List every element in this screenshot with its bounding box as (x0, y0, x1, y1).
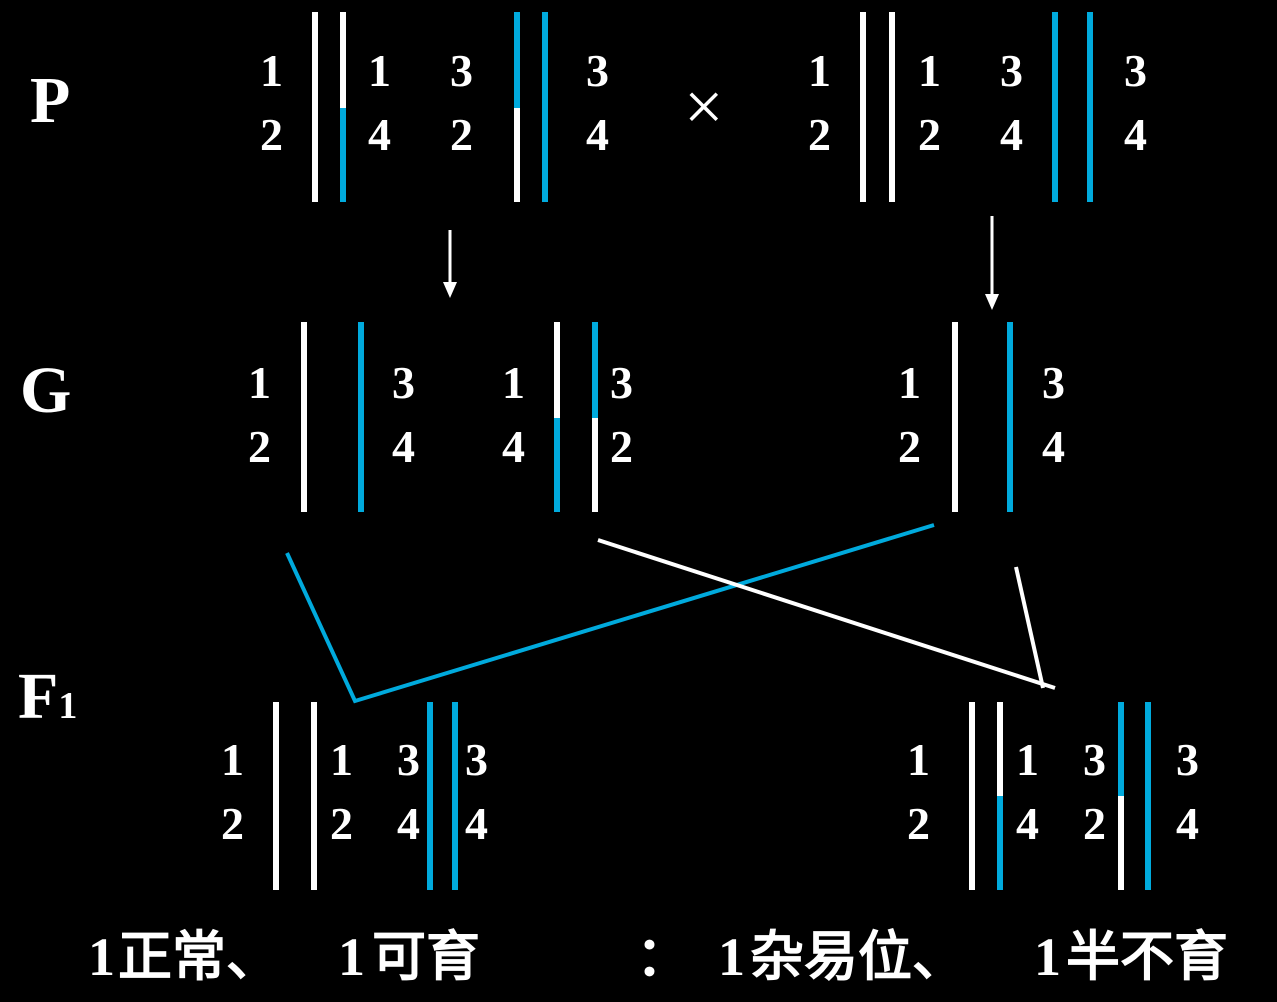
result-count: 1 (718, 927, 745, 987)
chromosome-label: 1 (368, 45, 391, 96)
fertilization-line-white (597, 538, 1056, 690)
chromosome-label: 3 (1042, 357, 1065, 408)
chromosome-label: 4 (1000, 109, 1023, 160)
chromosome-label: 2 (330, 798, 353, 849)
chromosome-label: 3 (1083, 734, 1106, 785)
chromosome-label: 4 (368, 109, 391, 160)
result-label-semi-sterile: 半不育 (1066, 925, 1228, 988)
chromosome-label: 1 (898, 357, 921, 408)
chromosome-label: 3 (450, 45, 473, 96)
chromosome-label: 2 (221, 798, 244, 849)
chromosome-label: 4 (1016, 798, 1039, 849)
result-colon: ： (636, 925, 690, 988)
result-count: 1 (1034, 927, 1061, 987)
parent-left: 1 2 1 4 3 2 3 4 (260, 12, 609, 202)
chromosome-label: 2 (808, 109, 831, 160)
offspring-right: 1 2 1 4 3 2 3 4 (907, 702, 1199, 890)
row-label-p: P (30, 64, 70, 137)
gamete-c: 1 2 3 4 (898, 322, 1065, 512)
fertilization-line-blue (285, 523, 935, 704)
chromosome-label: 4 (465, 798, 488, 849)
chromosome-label: 1 (918, 45, 941, 96)
chromosome-label: 1 (1016, 734, 1039, 785)
chromosome-label: 1 (221, 734, 244, 785)
chromosome-label: 1 (808, 45, 831, 96)
result-count: 1 (88, 927, 115, 987)
chromosome-label: 4 (1042, 421, 1065, 472)
chromosome-label: 4 (502, 421, 525, 472)
chromosome-label: 3 (465, 734, 488, 785)
result-label-normal: 正常、 (118, 925, 280, 988)
result-line: 1 正常、 1 可育 ： 1 杂易位、 1 半不育 (88, 925, 1228, 988)
chromosome-label: 1 (907, 734, 930, 785)
chromosome-label: 4 (586, 109, 609, 160)
chromosome-label: 2 (248, 421, 271, 472)
row-label-g: G (20, 354, 71, 427)
chromosome-label: 3 (610, 357, 633, 408)
result-count: 1 (338, 927, 365, 987)
chromosome-label: 2 (1083, 798, 1106, 849)
chromosome-label: 3 (1176, 734, 1199, 785)
chromosome-label: 2 (898, 421, 921, 472)
row-label-f1: F1 (18, 660, 77, 733)
chromosome-label: 1 (260, 45, 283, 96)
chromosome-label: 4 (392, 421, 415, 472)
chromosome-label: 1 (502, 357, 525, 408)
parent-right: 1 2 1 2 3 4 3 4 (808, 12, 1147, 202)
result-label-fertile: 可育 (372, 925, 480, 988)
chromosome-label: 2 (260, 109, 283, 160)
gamete-b: 1 4 3 2 (502, 322, 633, 512)
chromosome-label: 3 (392, 357, 415, 408)
chromosome-label: 3 (586, 45, 609, 96)
chromosome-label: 3 (1000, 45, 1023, 96)
offspring-left: 1 2 1 2 3 4 3 4 (221, 702, 488, 890)
fertilization-line-white (1014, 566, 1045, 689)
chromosome-label: 4 (1124, 109, 1147, 160)
gamete-a: 1 2 3 4 (248, 322, 415, 512)
cross-symbol: × (684, 69, 723, 146)
chromosome-label: 2 (450, 109, 473, 160)
chromosome-label: 4 (1176, 798, 1199, 849)
chromosome-label: 3 (397, 734, 420, 785)
chromosome-label: 1 (330, 734, 353, 785)
arrow-down-icon (985, 216, 999, 310)
arrow-down-icon (443, 230, 457, 298)
chromosome-label: 2 (918, 109, 941, 160)
chromosome-label: 4 (397, 798, 420, 849)
chromosome-label: 2 (610, 421, 633, 472)
result-label-translocation-heterozygote: 杂易位、 (750, 925, 966, 988)
chromosome-label: 1 (248, 357, 271, 408)
chromosome-label: 2 (907, 798, 930, 849)
chromosome-label: 3 (1124, 45, 1147, 96)
